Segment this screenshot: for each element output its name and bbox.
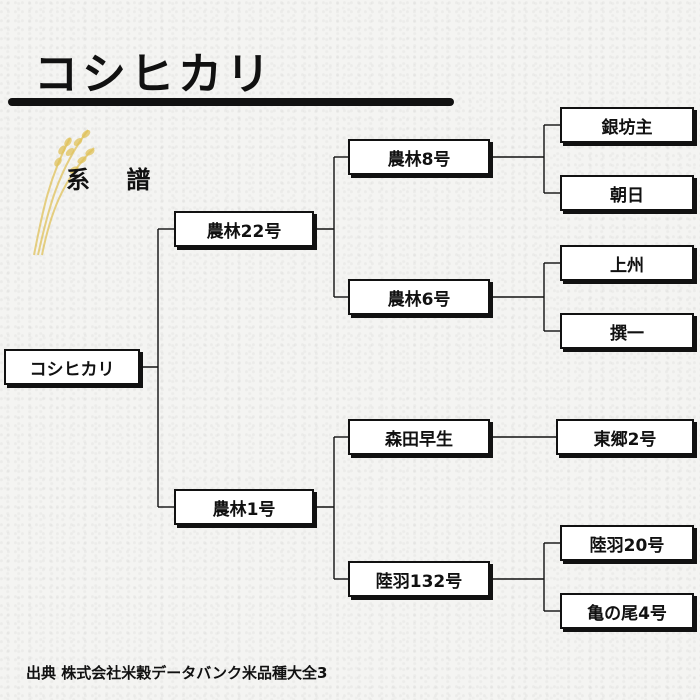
node-father: 農林22号 — [174, 211, 314, 247]
node-mf-only: 東郷2号 — [556, 419, 694, 455]
node-fm-father: 上州 — [560, 245, 694, 281]
node-mm-mother: 亀の尾4号 — [560, 593, 694, 629]
node-fm-mother: 撰一 — [560, 313, 694, 349]
rice-ear-icon — [33, 129, 95, 256]
node-father-mother: 農林6号 — [348, 279, 490, 315]
source-citation: 出典 株式会社米穀データバンク米品種大全3 — [26, 664, 328, 682]
node-ff-mother: 朝日 — [560, 175, 694, 211]
node-mm-father: 陸羽20号 — [560, 525, 694, 561]
node-ff-father: 銀坊主 — [560, 107, 694, 143]
node-mother: 農林1号 — [174, 489, 314, 525]
node-mother-father: 森田早生 — [348, 419, 490, 455]
pedigree-label: 系 譜 — [66, 165, 165, 194]
node-father-father: 農林8号 — [348, 139, 490, 175]
title-underline — [8, 98, 454, 106]
page-title: コシヒカリ — [34, 49, 274, 100]
node-root: コシヒカリ — [4, 349, 140, 385]
node-mother-mother: 陸羽132号 — [348, 561, 490, 597]
